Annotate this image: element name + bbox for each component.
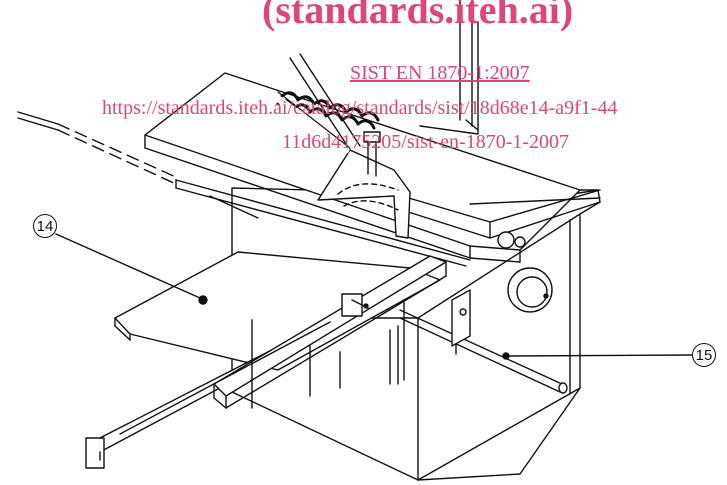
extension-rod <box>17 111 471 267</box>
watermark-url-line1[interactable]: https://standards.iteh.ai/catalog/standa… <box>102 97 618 119</box>
rip-fence <box>401 189 601 249</box>
watermark-standard-link[interactable]: SIST EN 1870-1:2007 <box>350 62 530 84</box>
table-supports <box>251 299 405 409</box>
leader-line-15 <box>507 354 693 357</box>
leader-line-14 <box>55 233 201 299</box>
overhead-post <box>419 0 479 135</box>
handwheel <box>507 267 553 313</box>
callout-14: 14 <box>33 214 57 238</box>
switch-bracket <box>451 289 471 355</box>
watermark-url-line2[interactable]: 11d6d4175205/sist-en-1870-1-2007 <box>282 131 570 153</box>
watermark-header: (standards.iteh.ai) <box>262 0 574 32</box>
blade-guard <box>317 131 411 239</box>
callout-15: 15 <box>692 343 716 367</box>
crosscut-fence <box>85 255 447 469</box>
guard-spring-arm <box>276 53 380 154</box>
